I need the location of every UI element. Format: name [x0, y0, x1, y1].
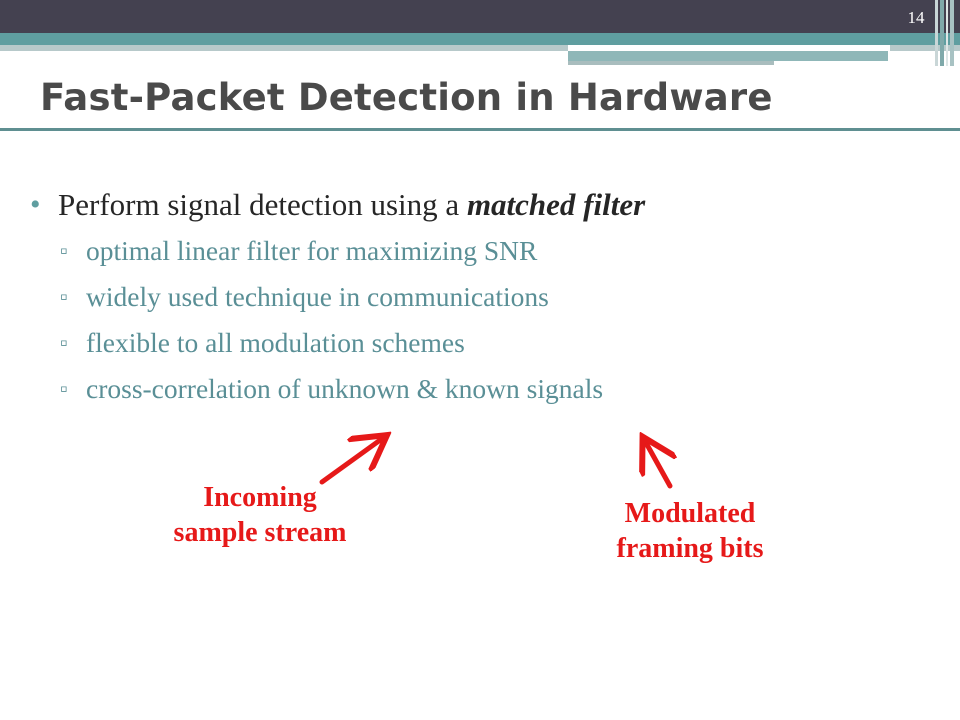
- header-band-white: [568, 45, 890, 51]
- callout-incoming-sample-stream: Incoming sample stream: [120, 480, 400, 550]
- callout-line: Incoming: [203, 482, 317, 513]
- sub-bullet-item: ▫ flexible to all modulation schemes: [30, 320, 930, 366]
- bullet-dot: •: [30, 188, 41, 221]
- sub-bullet-marker: ▫: [60, 376, 68, 401]
- sub-bullet-text: flexible to all modulation schemes: [86, 327, 465, 358]
- callout-line: sample stream: [173, 517, 347, 548]
- header-band-gray: [0, 45, 960, 51]
- sub-bullet-item: ▫ widely used technique in communications: [30, 274, 930, 320]
- edge-bar: [950, 0, 954, 66]
- sub-bullet-item: ▫ optimal linear filter for maximizing SN…: [30, 228, 930, 274]
- bullet-main-emphasis: matched filter: [466, 187, 646, 222]
- slide-title: Fast-Packet Detection in Hardware: [40, 76, 773, 119]
- title-underline: [0, 128, 960, 131]
- callout-line: Modulated: [624, 498, 756, 529]
- bullet-list: • Perform signal detection using a matche…: [30, 182, 930, 412]
- edge-bar: [940, 0, 944, 66]
- edge-bar: [946, 0, 948, 66]
- header-band-teal: [0, 33, 960, 45]
- sub-bullet-marker: ▫: [60, 238, 68, 263]
- header-band-gray-light: [568, 61, 774, 65]
- header-band-teal-light: [568, 51, 888, 61]
- sub-bullet-marker: ▫: [60, 330, 68, 355]
- bullet-main-text: Perform signal detection using a: [58, 187, 467, 222]
- edge-bar: [935, 0, 938, 66]
- header-band-dark: [0, 0, 960, 33]
- callout-line: framing bits: [616, 533, 764, 564]
- bullet-main: • Perform signal detection using a matche…: [30, 182, 930, 228]
- arrow-incoming-icon: [319, 438, 383, 485]
- sub-bullet-text: cross-correlation of unknown & known sig…: [86, 373, 604, 404]
- sub-bullet-list: ▫ optimal linear filter for maximizing SN…: [30, 228, 930, 412]
- sub-bullet-text: widely used technique in communications: [86, 281, 549, 312]
- slide-number: 14: [907, 8, 925, 27]
- sub-bullet-item: ▫ cross-correlation of unknown & known si…: [30, 366, 930, 412]
- arrow-modulated-icon: [645, 441, 670, 489]
- sub-bullet-marker: ▫: [60, 284, 68, 309]
- sub-bullet-text: optimal linear filter for maximizing SNR: [86, 235, 538, 266]
- callout-modulated-framing-bits: Modulated framing bits: [560, 496, 820, 566]
